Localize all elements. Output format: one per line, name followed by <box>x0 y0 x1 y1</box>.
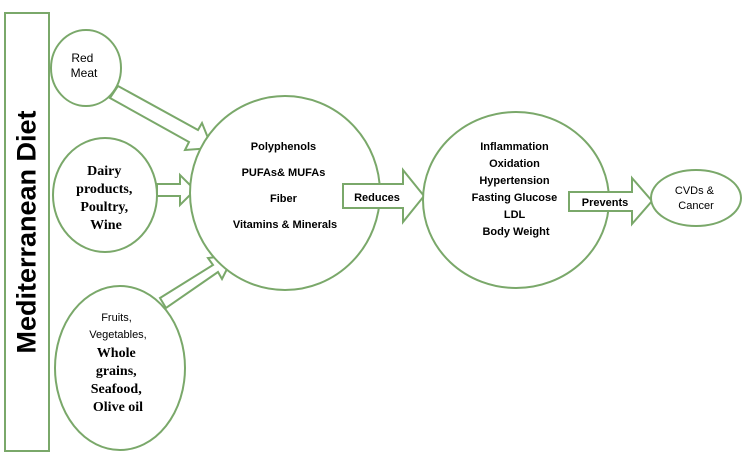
prevents-arrow <box>568 175 654 227</box>
fruits-label-small: Fruits, Vegetables, <box>89 312 147 341</box>
dairy-circle <box>52 137 158 253</box>
prevents-label: Prevents <box>582 197 628 209</box>
arrow-red-meat-to-nutrients <box>108 84 214 152</box>
outcome-label: CVDs & Cancer <box>675 185 717 212</box>
outcome-circle <box>650 169 742 227</box>
nutrients-label: Polyphenols PUFAs& MUFAs Fiber Vitamins … <box>233 141 337 231</box>
mediterranean-diet-title-box: Mediterranean Diet <box>4 12 50 452</box>
red-meat-circle <box>50 29 122 107</box>
fruits-circle <box>54 285 186 451</box>
risk-factors-label: Inflammation Oxidation Hypertension Fast… <box>472 141 561 238</box>
red-meat-label: Red Meat <box>71 51 98 80</box>
fruits-label-large: Whole grains, Seafood, Olive oil <box>91 346 145 415</box>
arrow-dairy-to-nutrients <box>156 172 197 208</box>
dairy-label: Dairy products, Poultry, Wine <box>76 164 136 233</box>
reduces-label: Reduces <box>354 192 400 204</box>
reduces-arrow <box>342 167 426 225</box>
